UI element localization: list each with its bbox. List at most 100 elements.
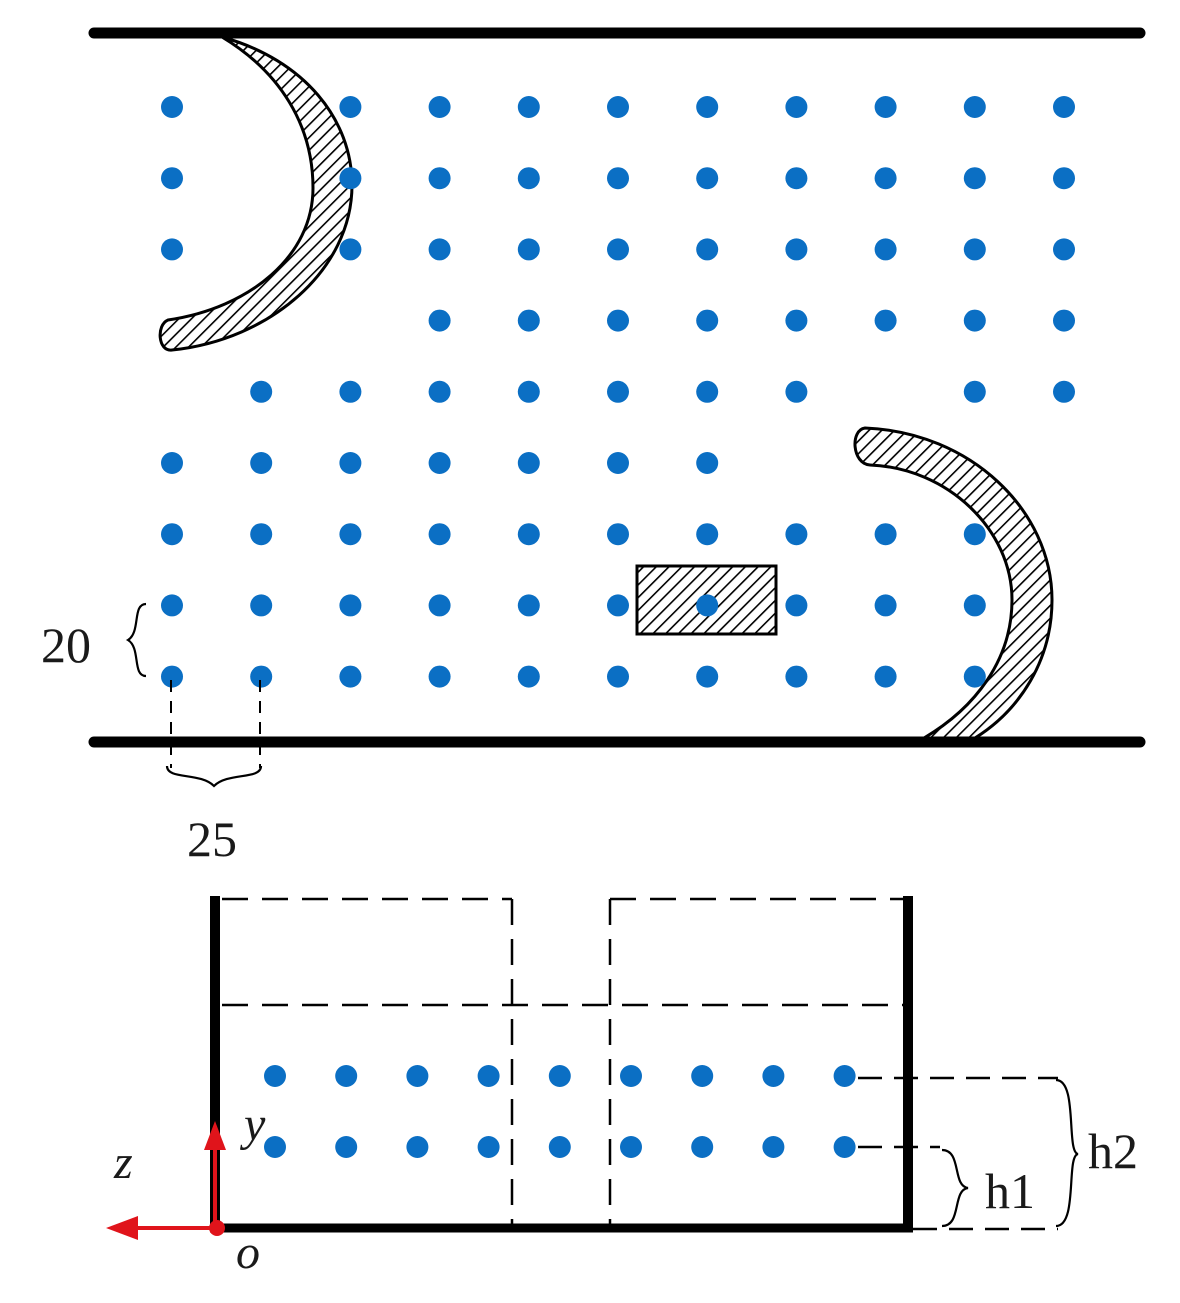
axis-label-origin: o xyxy=(236,1226,260,1279)
plan-point-r4-c9 xyxy=(874,309,897,332)
plan-point-r5-c5 xyxy=(517,380,540,403)
plan-point-r9-c5 xyxy=(517,665,540,688)
plan-point-r8-c4 xyxy=(428,594,451,617)
section-point-r1-c9 xyxy=(833,1065,856,1087)
section-point-r1-c4 xyxy=(477,1065,500,1087)
plan-point-r3-c1 xyxy=(161,238,183,261)
brace-h1 xyxy=(941,1148,969,1228)
plan-point-r1-c3 xyxy=(339,96,362,118)
plan-point-r1-c1 xyxy=(161,96,183,118)
section-dashed-outline xyxy=(222,897,903,1226)
y-axis-arrowhead xyxy=(204,1121,226,1150)
plan-point-r9-c7 xyxy=(696,665,719,688)
plan-point-r3-c3 xyxy=(339,238,362,261)
axis-label-y: y xyxy=(239,1098,266,1151)
plan-point-r6-c2 xyxy=(250,452,273,474)
plan-point-r8-c2 xyxy=(250,594,273,617)
section-point-r2-c3 xyxy=(406,1136,429,1158)
plan-point-r4-c11 xyxy=(1053,309,1075,332)
plan-point-r2-c7 xyxy=(696,167,719,190)
plan-point-r7-c3 xyxy=(339,523,362,546)
plan-point-r7-c1 xyxy=(161,523,183,546)
plan-point-r3-c5 xyxy=(517,238,540,261)
plan-point-r2-c1 xyxy=(161,167,183,190)
plan-point-r2-c11 xyxy=(1053,167,1075,190)
plan-point-r6-c6 xyxy=(607,452,629,474)
plan-point-r4-c4 xyxy=(428,309,451,332)
plan-point-r9-c2 xyxy=(250,665,273,688)
plan-point-r6-c1 xyxy=(161,452,183,474)
plan-point-r5-c11 xyxy=(1053,380,1075,403)
plan-point-r2-c6 xyxy=(607,167,629,190)
section-point-r2-c5 xyxy=(548,1136,571,1158)
section-point-r1-c3 xyxy=(406,1065,429,1087)
plan-point-r9-c6 xyxy=(607,665,629,688)
plan-point-r5-c4 xyxy=(428,380,451,403)
plan-point-r2-c10 xyxy=(963,167,986,190)
plan-point-r8-c5 xyxy=(517,594,540,617)
plan-point-r5-c3 xyxy=(339,380,362,403)
plan-point-r3-c10 xyxy=(963,238,986,261)
lower-curved-groyne xyxy=(853,426,1054,740)
plan-point-r1-c4 xyxy=(428,96,451,118)
plan-point-r1-c6 xyxy=(607,96,629,118)
dimension-label-20: 20 xyxy=(41,617,91,673)
section-point-r2-c1 xyxy=(264,1136,286,1158)
plan-point-r7-c2 xyxy=(250,523,273,546)
plan-point-r7-c5 xyxy=(517,523,540,546)
section-point-r2-c7 xyxy=(691,1136,714,1158)
plan-point-r1-c7 xyxy=(696,96,719,118)
plan-point-r5-c6 xyxy=(607,380,629,403)
plan-point-r7-c10 xyxy=(963,523,986,546)
section-point-r1-c7 xyxy=(691,1065,714,1087)
plan-point-r9-c10 xyxy=(963,665,986,688)
plan-point-r3-c8 xyxy=(785,238,808,261)
plan-point-r6-c7 xyxy=(696,452,719,474)
section-measurement-points xyxy=(264,1065,856,1158)
brace-20 xyxy=(125,602,147,678)
plan-point-r1-c9 xyxy=(874,96,897,118)
section-point-r2-c9 xyxy=(833,1136,856,1158)
plan-point-r8-c1 xyxy=(161,594,183,617)
upper-curved-groyne xyxy=(158,35,354,352)
plan-point-r1-c11 xyxy=(1053,96,1075,118)
plan-point-r6-c4 xyxy=(428,452,451,474)
plan-point-r8-c3 xyxy=(339,594,362,617)
plan-point-r4-c6 xyxy=(607,309,629,332)
section-view: h1 h2 y z o xyxy=(106,896,1138,1279)
section-point-r2-c4 xyxy=(477,1136,500,1158)
brace-h2 xyxy=(1055,1078,1079,1228)
plan-point-r5-c7 xyxy=(696,380,719,403)
plan-point-r8-c8 xyxy=(785,594,808,617)
plan-point-r7-c6 xyxy=(607,523,629,546)
origin-dot xyxy=(209,1220,225,1236)
section-point-r2-c8 xyxy=(762,1136,785,1158)
plan-point-r5-c2 xyxy=(250,380,273,403)
plan-point-r9-c3 xyxy=(339,665,362,688)
plan-point-r9-c9 xyxy=(874,665,897,688)
section-point-r1-c8 xyxy=(762,1065,785,1087)
plan-point-r4-c5 xyxy=(517,309,540,332)
label-h1: h1 xyxy=(985,1163,1035,1219)
plan-point-r7-c7 xyxy=(696,523,719,546)
section-point-r2-c2 xyxy=(335,1136,358,1158)
plan-point-r2-c8 xyxy=(785,167,808,190)
plan-point-r5-c10 xyxy=(963,380,986,403)
plan-point-r9-c4 xyxy=(428,665,451,688)
section-point-r1-c2 xyxy=(335,1065,358,1087)
plan-point-r2-c9 xyxy=(874,167,897,190)
section-point-r1-c5 xyxy=(548,1065,571,1087)
axis-label-z: z xyxy=(113,1136,133,1189)
plan-view: 20 25 xyxy=(41,27,1146,867)
plan-point-r8-c7 xyxy=(696,594,719,617)
plan-point-r8-c10 xyxy=(963,594,986,617)
plan-point-r1-c10 xyxy=(963,96,986,118)
plan-point-r6-c5 xyxy=(517,452,540,474)
plan-point-r3-c9 xyxy=(874,238,897,261)
label-h2: h2 xyxy=(1088,1123,1138,1179)
plan-point-r6-c3 xyxy=(339,452,362,474)
section-point-r1-c1 xyxy=(264,1065,286,1087)
section-point-r2-c6 xyxy=(620,1136,642,1158)
plan-point-r4-c7 xyxy=(696,309,719,332)
